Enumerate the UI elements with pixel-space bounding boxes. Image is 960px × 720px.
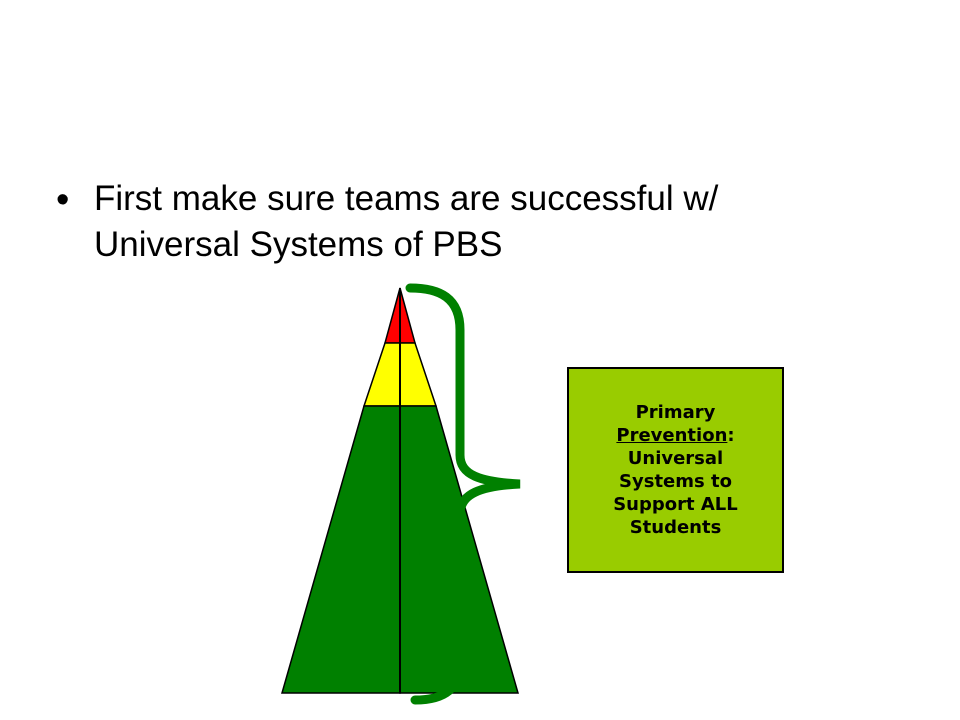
bullet-icon: • <box>56 179 70 221</box>
triangle-tier-secondary-right <box>399 342 438 407</box>
triangle-tier-secondary-left <box>362 342 401 407</box>
triangle-tier-tertiary-left <box>384 287 401 344</box>
curly-brace <box>405 283 521 705</box>
callout-line-5: Support ALL <box>613 494 738 515</box>
triangle-tier-tertiary-right <box>399 287 416 344</box>
primary-prevention-callout: Primary Prevention: Universal Systems to… <box>567 367 784 573</box>
callout-line-2: Prevention: <box>616 424 734 447</box>
triangle-tier-primary-left <box>281 405 401 694</box>
bullet-text: First make sure teams are successful w/ … <box>94 179 719 264</box>
callout-line-1: Primary <box>635 402 716 423</box>
callout-underlined-term: Prevention <box>616 425 728 446</box>
callout-line-6: Students <box>629 517 722 538</box>
callout-line-3: Universal <box>627 448 724 469</box>
callout-colon: : <box>727 425 735 446</box>
bullet-point: • First make sure teams are successful w… <box>56 176 916 268</box>
callout-line-4: Systems to <box>619 471 732 492</box>
